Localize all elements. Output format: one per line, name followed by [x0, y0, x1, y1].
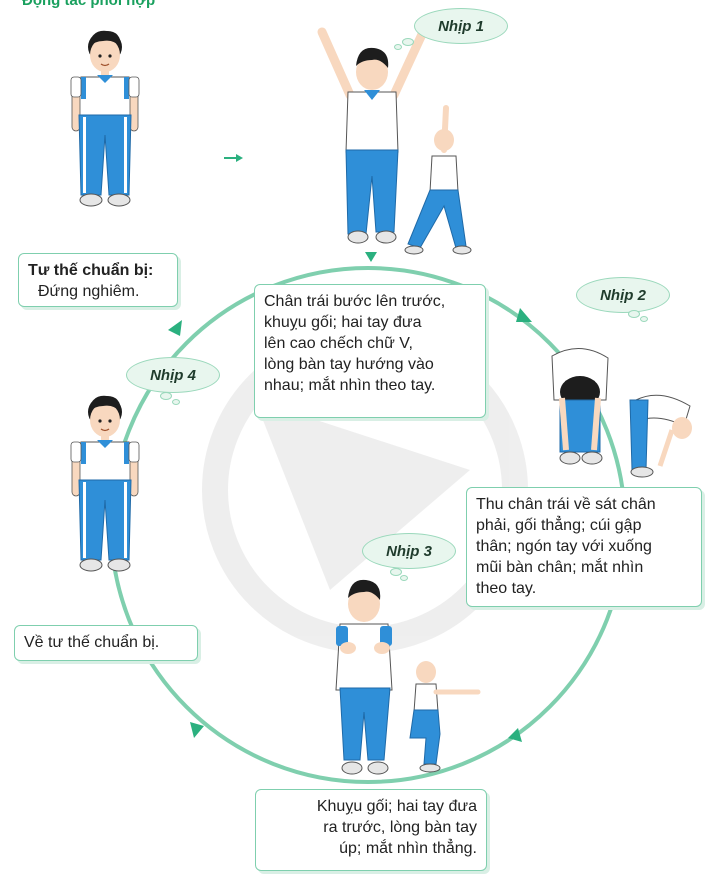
beat2-line: Thu chân trái về sát chân [476, 494, 692, 515]
beat3-box: Khuỵu gối; hai tay đưa ra trước, lòng bà… [255, 789, 487, 871]
figure-beat4 [71, 396, 139, 571]
beat4-bubble: Nhịp 4 [126, 357, 220, 393]
bubble-dot [640, 316, 648, 322]
beat1-line: nhau; mắt nhìn theo tay. [264, 375, 476, 396]
beat2-line: mũi bàn chân; mắt nhìn [476, 557, 692, 578]
ready-title: Tư thế chuẩn bị: [28, 260, 168, 281]
beat2-line: theo tay. [476, 578, 692, 599]
beat2-box: Thu chân trái về sát chân phải, gối thẳn… [466, 487, 702, 607]
next-arrow [224, 154, 243, 162]
cycle-arrow-down [365, 252, 377, 262]
cycle-arrow-left-bottom [190, 722, 204, 738]
figure-beat1 [322, 30, 471, 254]
beat3-line: úp; mắt nhìn thẳng. [265, 838, 477, 859]
beat1-bubble: Nhịp 1 [414, 8, 508, 44]
beat2-line: phải, gối thẳng; cúi gập [476, 515, 692, 536]
beat1-box: Chân trái bước lên trước, khuỵu gối; hai… [254, 284, 486, 418]
section-heading: Động tác phối hợp [22, 0, 155, 9]
beat1-line: lên cao chếch chữ V, [264, 333, 476, 354]
figure-ready [71, 31, 139, 206]
bubble-dot [172, 399, 180, 405]
bubble-dot [400, 575, 408, 581]
bubble-dot [390, 568, 402, 576]
bubble-dot [402, 38, 414, 46]
beat1-line: Chân trái bước lên trước, [264, 291, 476, 312]
cycle-arrow-left-top [168, 320, 182, 336]
beat1-line: lòng bàn tay hướng vào [264, 354, 476, 375]
cycle-arrow-right-top [516, 308, 532, 322]
beat3-bubble: Nhịp 3 [362, 533, 456, 569]
bubble-dot [628, 310, 640, 318]
beat2-bubble: Nhịp 2 [576, 277, 670, 313]
ready-position-box: Tư thế chuẩn bị: Đứng nghiêm. [18, 253, 178, 307]
figure-beat2 [552, 348, 692, 477]
beat3-line: Khuỵu gối; hai tay đưa [265, 796, 477, 817]
beat4-text: Về tư thế chuẩn bị. [24, 632, 188, 653]
ready-text: Đứng nghiêm. [28, 281, 168, 302]
beat4-box: Về tư thế chuẩn bị. [14, 625, 198, 661]
bubble-dot [160, 392, 172, 400]
beat2-line: thân; ngón tay với xuống [476, 536, 692, 557]
beat3-line: ra trước, lòng bàn tay [265, 817, 477, 838]
beat1-line: khuỵu gối; hai tay đưa [264, 312, 476, 333]
bubble-dot [394, 44, 402, 50]
